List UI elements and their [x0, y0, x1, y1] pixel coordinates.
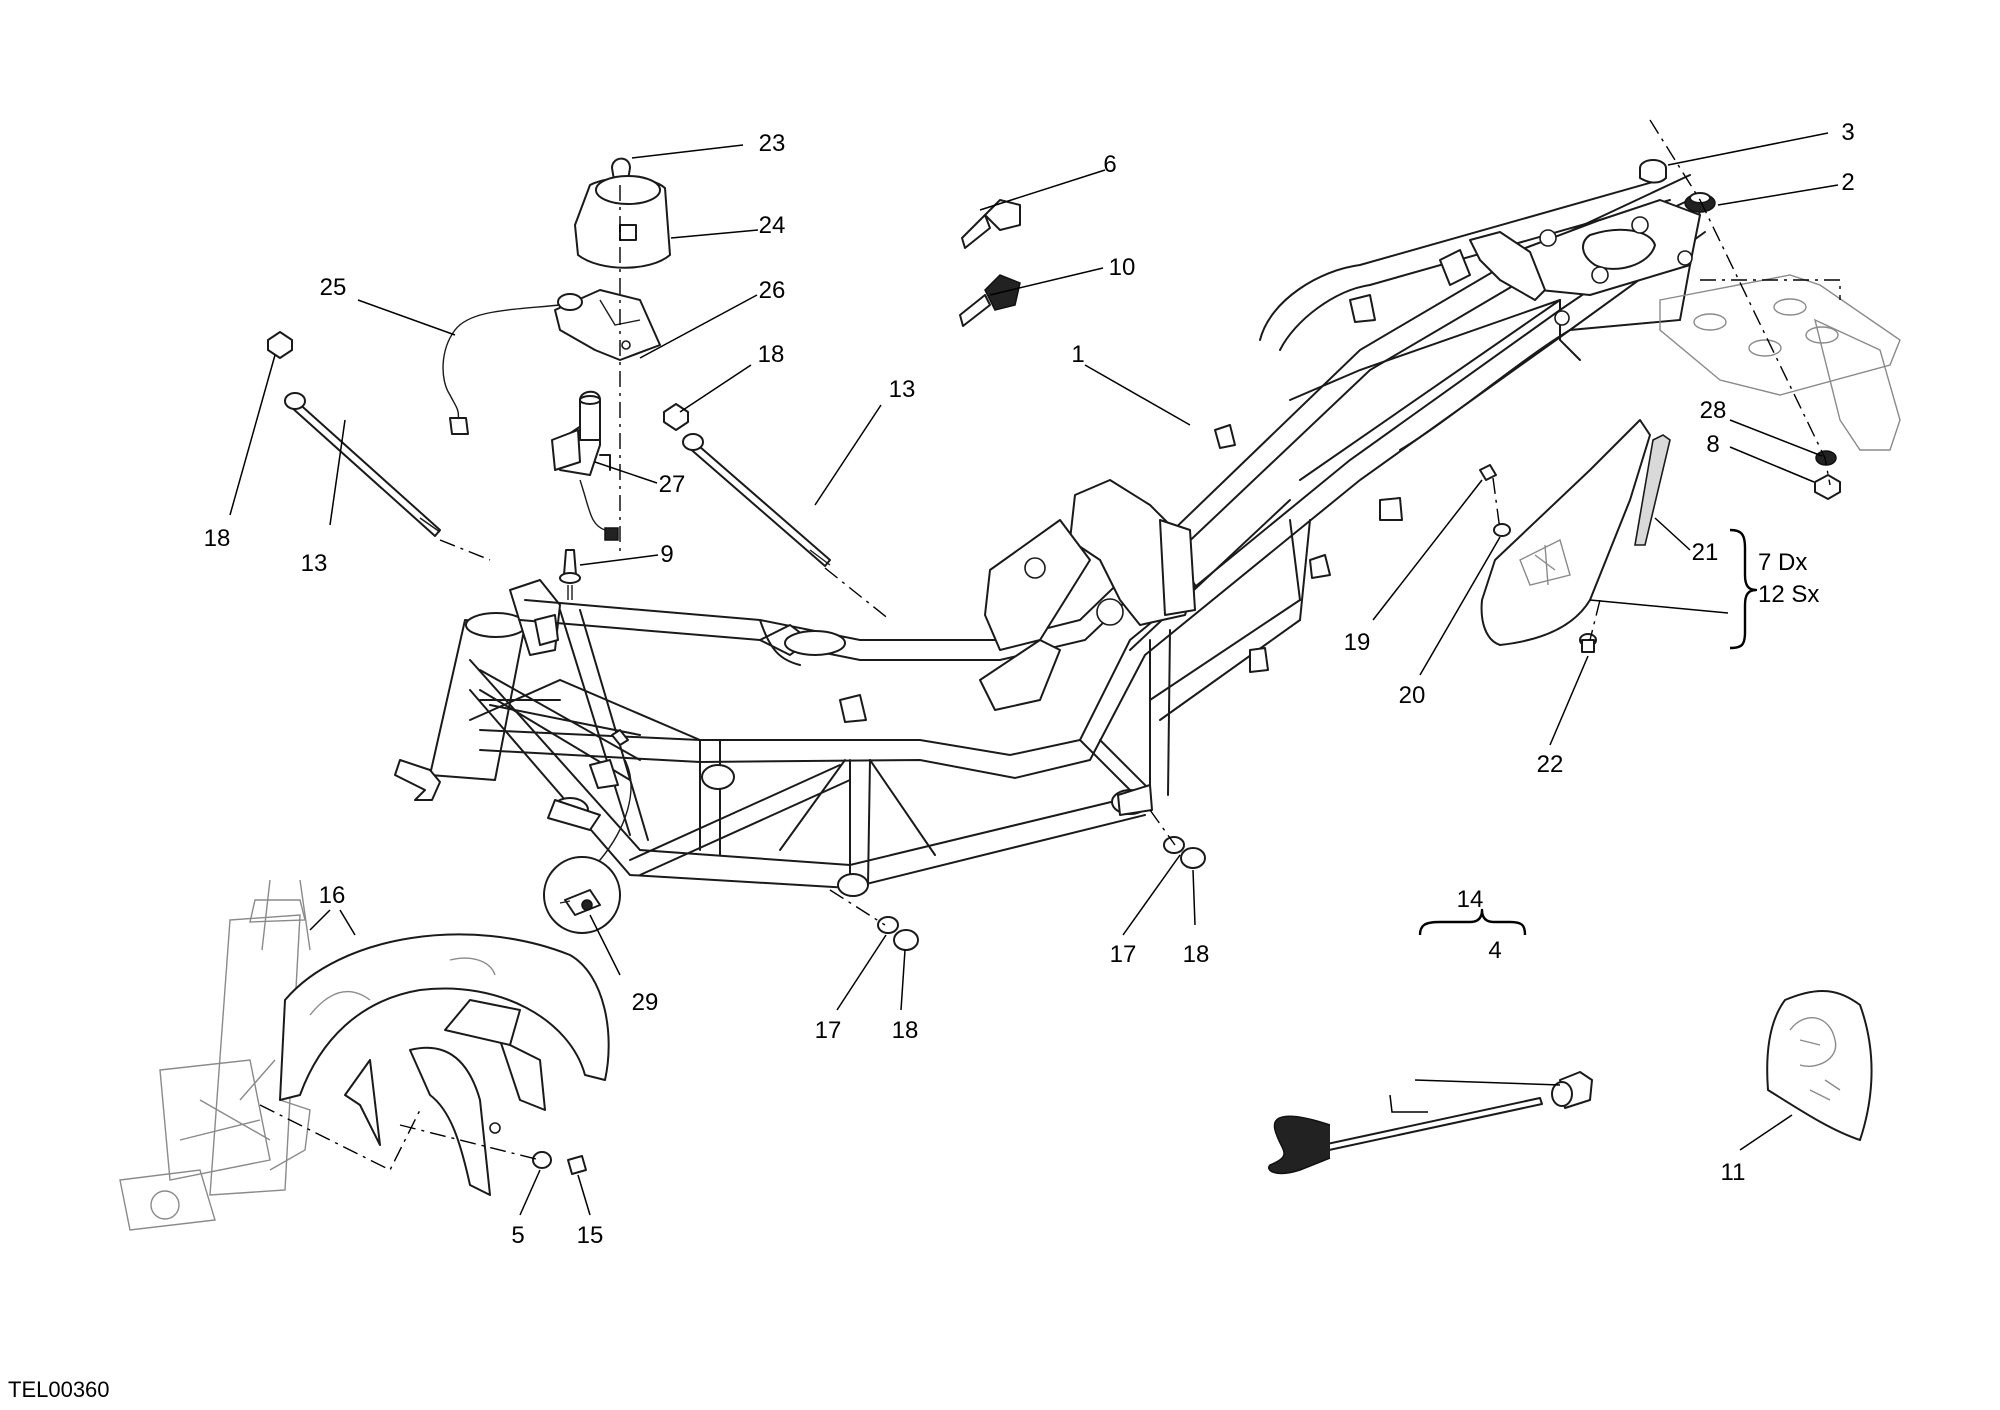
long-bolt-center: [682, 433, 831, 567]
key-master: [959, 274, 1021, 327]
callout-14: 14: [1457, 886, 1484, 913]
side-cover-screw: [1479, 464, 1497, 481]
callout-18-left: 18: [204, 525, 231, 552]
side-cover-grommet: [1579, 633, 1597, 653]
brace-side-covers: [1729, 528, 1758, 650]
cap-rear: [1180, 847, 1206, 869]
callout-25: 25: [320, 274, 347, 301]
nut-center: [663, 403, 689, 431]
reflector-strip: [1634, 434, 1671, 546]
steering-lock-pin: [559, 549, 581, 600]
callout-28: 28: [1700, 397, 1727, 424]
cable-assembly: [1268, 1097, 1543, 1175]
callout-8: 8: [1706, 431, 1719, 458]
callout-26: 26: [759, 277, 786, 304]
callout-5: 5: [511, 1222, 524, 1249]
fender-washer: [532, 1151, 552, 1169]
cable-clip: [611, 729, 629, 746]
fender-bolt: [567, 1155, 587, 1175]
side-cover-panel: [1480, 419, 1651, 646]
long-bolt-left: [284, 392, 441, 537]
callout-2: 2: [1841, 169, 1854, 196]
callout-9: 9: [660, 541, 673, 568]
callout-1: 1: [1071, 341, 1084, 368]
callout-29: 29: [632, 989, 659, 1016]
callout-6: 6: [1103, 151, 1116, 178]
callout-13-left: 13: [301, 550, 328, 577]
front-fork-ghost: [119, 879, 311, 1231]
variant-left-label: 12 Sx: [1758, 581, 1819, 608]
callout-22: 22: [1537, 751, 1564, 778]
callout-27: 27: [659, 471, 686, 498]
callout-17-rear: 17: [1110, 941, 1137, 968]
rear-bracket-ghost: [1659, 274, 1901, 451]
ignition-cover: [574, 175, 671, 269]
decal-sheet: [1766, 989, 1873, 1141]
variant-right-label: 7 Dx: [1758, 549, 1807, 576]
cable-clip-detail: [543, 759, 632, 934]
cable-end-fitting: [1551, 1071, 1593, 1109]
callout-18-front: 18: [892, 1017, 919, 1044]
nut-left: [267, 331, 293, 359]
front-fender: [279, 933, 610, 1196]
leader-lines: [229, 132, 1839, 1216]
main-frame: [394, 174, 1706, 897]
brace-part-14: [1418, 908, 1527, 936]
callout-20: 20: [1399, 682, 1426, 709]
rear-nut: [1814, 474, 1841, 500]
side-cover-washer: [1493, 523, 1511, 537]
callout-18-center: 18: [758, 341, 785, 368]
callout-24: 24: [759, 212, 786, 239]
rubber-plug: [1639, 159, 1667, 184]
callout-16: 16: [319, 882, 346, 909]
callout-4: 4: [1488, 937, 1501, 964]
key-blank: [961, 199, 1021, 249]
drawing-code: TEL00360: [8, 1377, 110, 1402]
rear-washer: [1815, 450, 1837, 466]
spacer-front: [877, 916, 899, 934]
callout-10: 10: [1109, 254, 1136, 281]
callout-18-rear: 18: [1183, 941, 1210, 968]
ignition-bracket: [554, 289, 661, 361]
callout-19: 19: [1344, 629, 1371, 656]
callout-15: 15: [577, 1222, 604, 1249]
callout-17-front: 17: [815, 1017, 842, 1044]
spacer-rear: [1163, 836, 1185, 854]
callout-3: 3: [1841, 119, 1854, 146]
grommet: [1684, 192, 1716, 213]
callout-21: 21: [1692, 539, 1719, 566]
callout-11: 11: [1721, 1159, 1746, 1186]
callout-23: 23: [759, 130, 786, 157]
cap-front: [893, 929, 919, 951]
assembly-axis-lines: [259, 119, 1841, 1171]
wire-harness: [442, 293, 583, 435]
ignition-switch: [551, 390, 619, 541]
callout-13-center: 13: [889, 376, 916, 403]
